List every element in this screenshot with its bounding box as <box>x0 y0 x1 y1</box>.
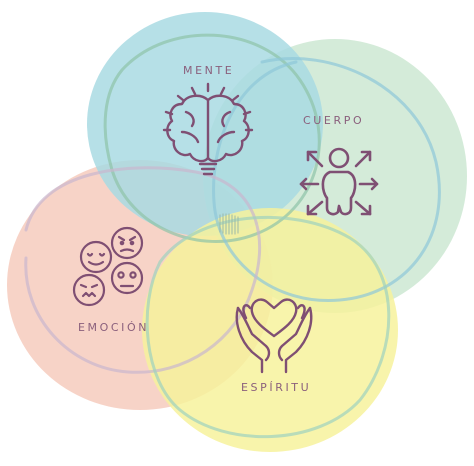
brain-lightbulb-icon <box>162 82 254 176</box>
emotion-faces-icon <box>72 226 144 307</box>
stroke-mente <box>103 33 321 243</box>
stroke-espiritu <box>145 215 391 439</box>
person-arrows-icon <box>299 147 379 216</box>
label-cuerpo: CUERPO <box>303 114 365 127</box>
sketch-strokes <box>24 33 441 439</box>
blob-mente <box>87 12 323 236</box>
hands-heart-icon <box>235 298 313 374</box>
hatch-mark <box>219 213 239 235</box>
label-emocion: EMOCIÓN <box>78 321 150 334</box>
stroke-cuerpo <box>212 57 441 303</box>
label-mente: MENTE <box>183 64 235 77</box>
stroke-emocion <box>24 166 262 374</box>
blobs <box>7 12 467 452</box>
blob-espiritu <box>142 208 398 452</box>
label-espiritu: ESPÍRITU <box>241 381 312 394</box>
